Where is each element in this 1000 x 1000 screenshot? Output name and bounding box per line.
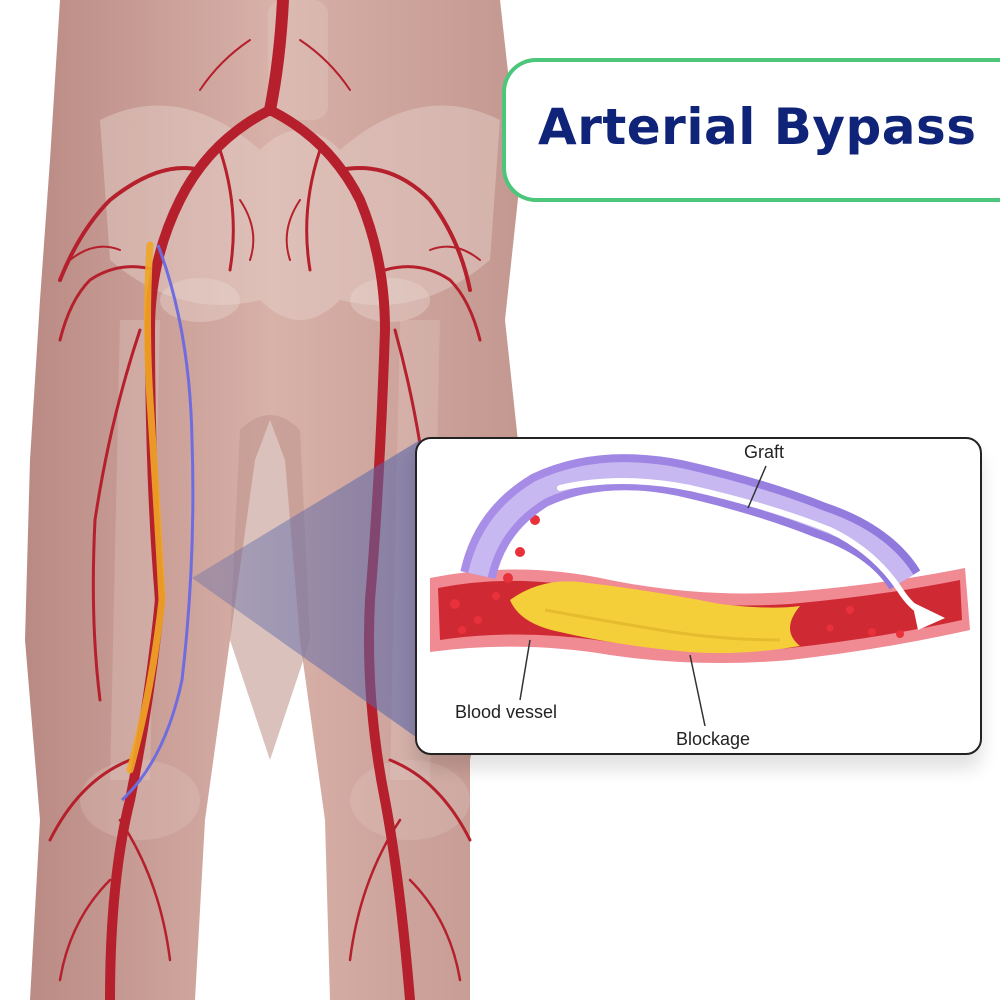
blockage-label: Blockage — [676, 729, 751, 749]
graft-label: Graft — [744, 442, 785, 462]
zoom-wedge — [192, 440, 420, 740]
bypass-graft-line — [120, 244, 195, 802]
page-title: Arterial Bypass — [538, 98, 977, 156]
title-card — [502, 58, 1000, 202]
blood-vessel-label: Blood vessel — [455, 702, 558, 722]
blockage-highlight — [126, 241, 166, 774]
